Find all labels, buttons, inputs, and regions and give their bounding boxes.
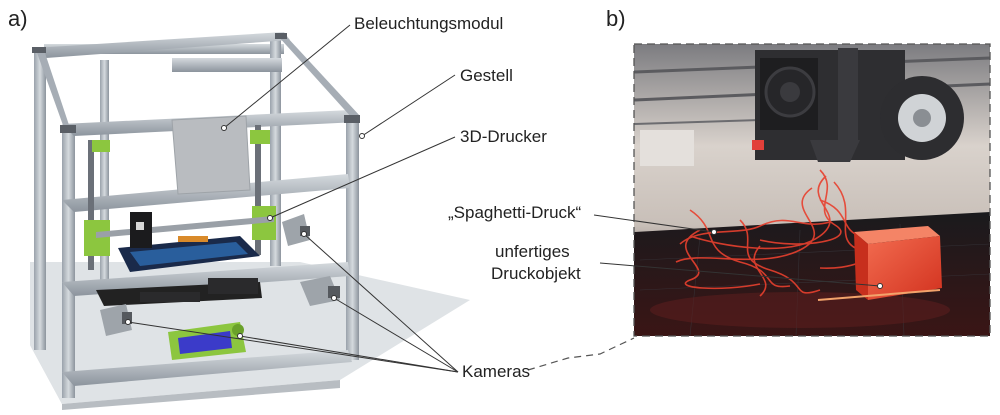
panel-a-label: a)	[8, 6, 28, 31]
callout-lines-b	[593, 214, 881, 287]
label-frame: Gestell	[460, 66, 513, 85]
label-unfinished-line2: Druckobjekt	[491, 264, 581, 283]
camera-left	[100, 304, 132, 336]
callout-dots-a	[125, 125, 365, 339]
label-lighting-module: Beleuchtungsmodul	[354, 14, 504, 33]
label-3d-printer: 3D-Drucker	[460, 127, 547, 146]
camera-top	[282, 214, 310, 246]
camera-right	[300, 276, 340, 306]
panel-b-label: b)	[606, 6, 626, 31]
controller-board	[140, 278, 258, 302]
label-spaghetti-print: „Spaghetti-Druck“	[448, 203, 582, 222]
frame-front	[32, 32, 360, 398]
callout-dots-b	[711, 229, 883, 289]
photo-panel	[633, 44, 991, 337]
spaghetti-mess	[675, 169, 868, 297]
red-print-cube	[854, 226, 942, 300]
lighting-module	[171, 115, 251, 195]
photo-frame	[633, 43, 991, 337]
callout-lines-a	[127, 24, 459, 373]
label-cameras: Kameras	[462, 362, 531, 381]
label-unfinished-line1: unfertiges	[495, 242, 570, 261]
dashed-connector	[527, 337, 635, 371]
